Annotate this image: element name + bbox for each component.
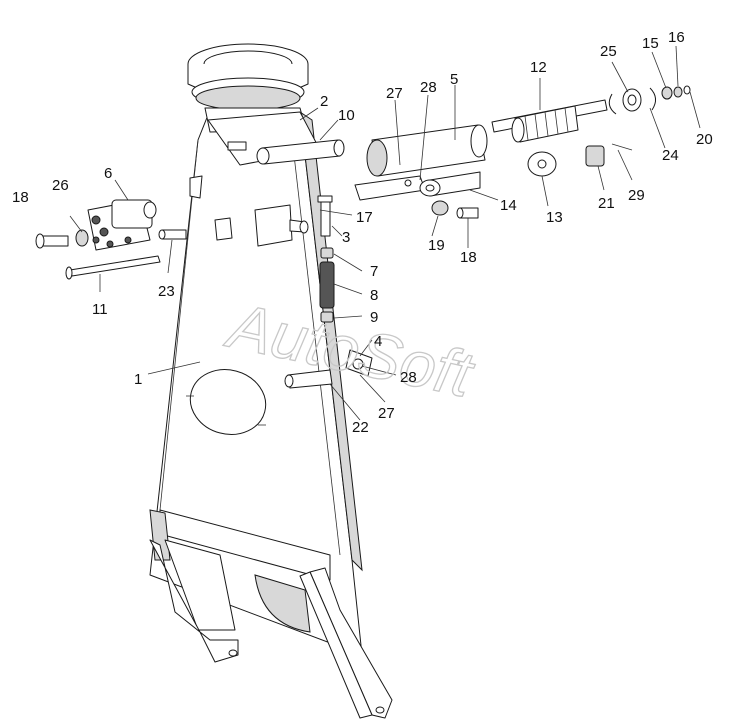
base-feet bbox=[149, 509, 393, 719]
callout-13: 13 bbox=[546, 209, 563, 226]
bolt-18-right bbox=[456, 207, 479, 219]
pin-23 bbox=[158, 229, 187, 240]
rod-3 bbox=[317, 195, 333, 237]
callout-25: 25 bbox=[600, 43, 617, 60]
washer-13 bbox=[527, 151, 557, 177]
callout-15: 15 bbox=[642, 35, 659, 52]
callout-18: 18 bbox=[12, 189, 29, 206]
callout-17: 17 bbox=[356, 209, 373, 226]
lever-4 bbox=[345, 349, 373, 377]
ring-15 bbox=[661, 86, 673, 100]
callout-19: 19 bbox=[428, 237, 445, 254]
callout-10: 10 bbox=[338, 107, 355, 124]
callout-4: 4 bbox=[374, 333, 382, 350]
callout-18-right: 18 bbox=[460, 249, 477, 266]
callout-6: 6 bbox=[104, 165, 112, 182]
nut-16 bbox=[673, 86, 683, 98]
sleeve-21 bbox=[585, 145, 605, 167]
circlip-24-right bbox=[649, 87, 656, 111]
valve-assembly-6 bbox=[87, 199, 157, 251]
bracket-22 bbox=[284, 369, 333, 389]
callout-28-top: 28 bbox=[420, 79, 437, 96]
part-10-shaft bbox=[256, 139, 345, 165]
callout-7: 7 bbox=[370, 263, 378, 280]
seat-9 bbox=[320, 311, 334, 323]
callout-12: 12 bbox=[530, 59, 547, 76]
oval-cutout bbox=[189, 369, 267, 435]
washer-28-upper bbox=[419, 179, 441, 197]
callout-3: 3 bbox=[342, 229, 350, 246]
mid-plate bbox=[214, 217, 233, 241]
callout-16: 16 bbox=[668, 29, 685, 46]
bracket-17 bbox=[254, 204, 309, 247]
spring-8 bbox=[319, 261, 335, 309]
callout-27-top: 27 bbox=[386, 85, 403, 102]
callout-9: 9 bbox=[370, 309, 378, 326]
callout-22: 22 bbox=[352, 419, 369, 436]
pin-29 bbox=[611, 143, 633, 151]
left-tab bbox=[189, 175, 203, 199]
steering-column-housing bbox=[149, 110, 363, 656]
callout-2: 2 bbox=[320, 93, 328, 110]
callout-27-bottom: 27 bbox=[378, 405, 395, 422]
bearing-25 bbox=[622, 88, 642, 112]
callout-8: 8 bbox=[370, 287, 378, 304]
washer-20 bbox=[683, 85, 691, 95]
callout-23: 23 bbox=[158, 283, 175, 300]
callout-26: 26 bbox=[52, 177, 69, 194]
housing-side-face bbox=[299, 110, 363, 572]
worm-shaft-12 bbox=[491, 99, 608, 143]
callout-11: 11 bbox=[92, 301, 108, 318]
callout-21: 21 bbox=[598, 195, 615, 212]
circlip-24-left bbox=[608, 93, 617, 115]
callout-20: 20 bbox=[696, 131, 713, 148]
nut-26 bbox=[75, 229, 89, 247]
callout-1: 1 bbox=[134, 371, 142, 388]
leader-lines bbox=[69, 45, 701, 421]
callout-28-bottom: 28 bbox=[400, 369, 417, 386]
cap-7 bbox=[320, 247, 334, 259]
callout-24: 24 bbox=[662, 147, 679, 164]
callout-14: 14 bbox=[500, 197, 517, 214]
bolt-18-left bbox=[35, 233, 69, 249]
callout-5: 5 bbox=[450, 71, 458, 88]
long-bolt-11 bbox=[65, 255, 161, 280]
callout-29: 29 bbox=[628, 187, 645, 204]
nut-19 bbox=[431, 200, 449, 216]
callout-numbers: 18 26 6 23 11 1 2 10 27 28 5 12 25 15 16… bbox=[12, 29, 713, 436]
top-slot bbox=[227, 141, 247, 151]
